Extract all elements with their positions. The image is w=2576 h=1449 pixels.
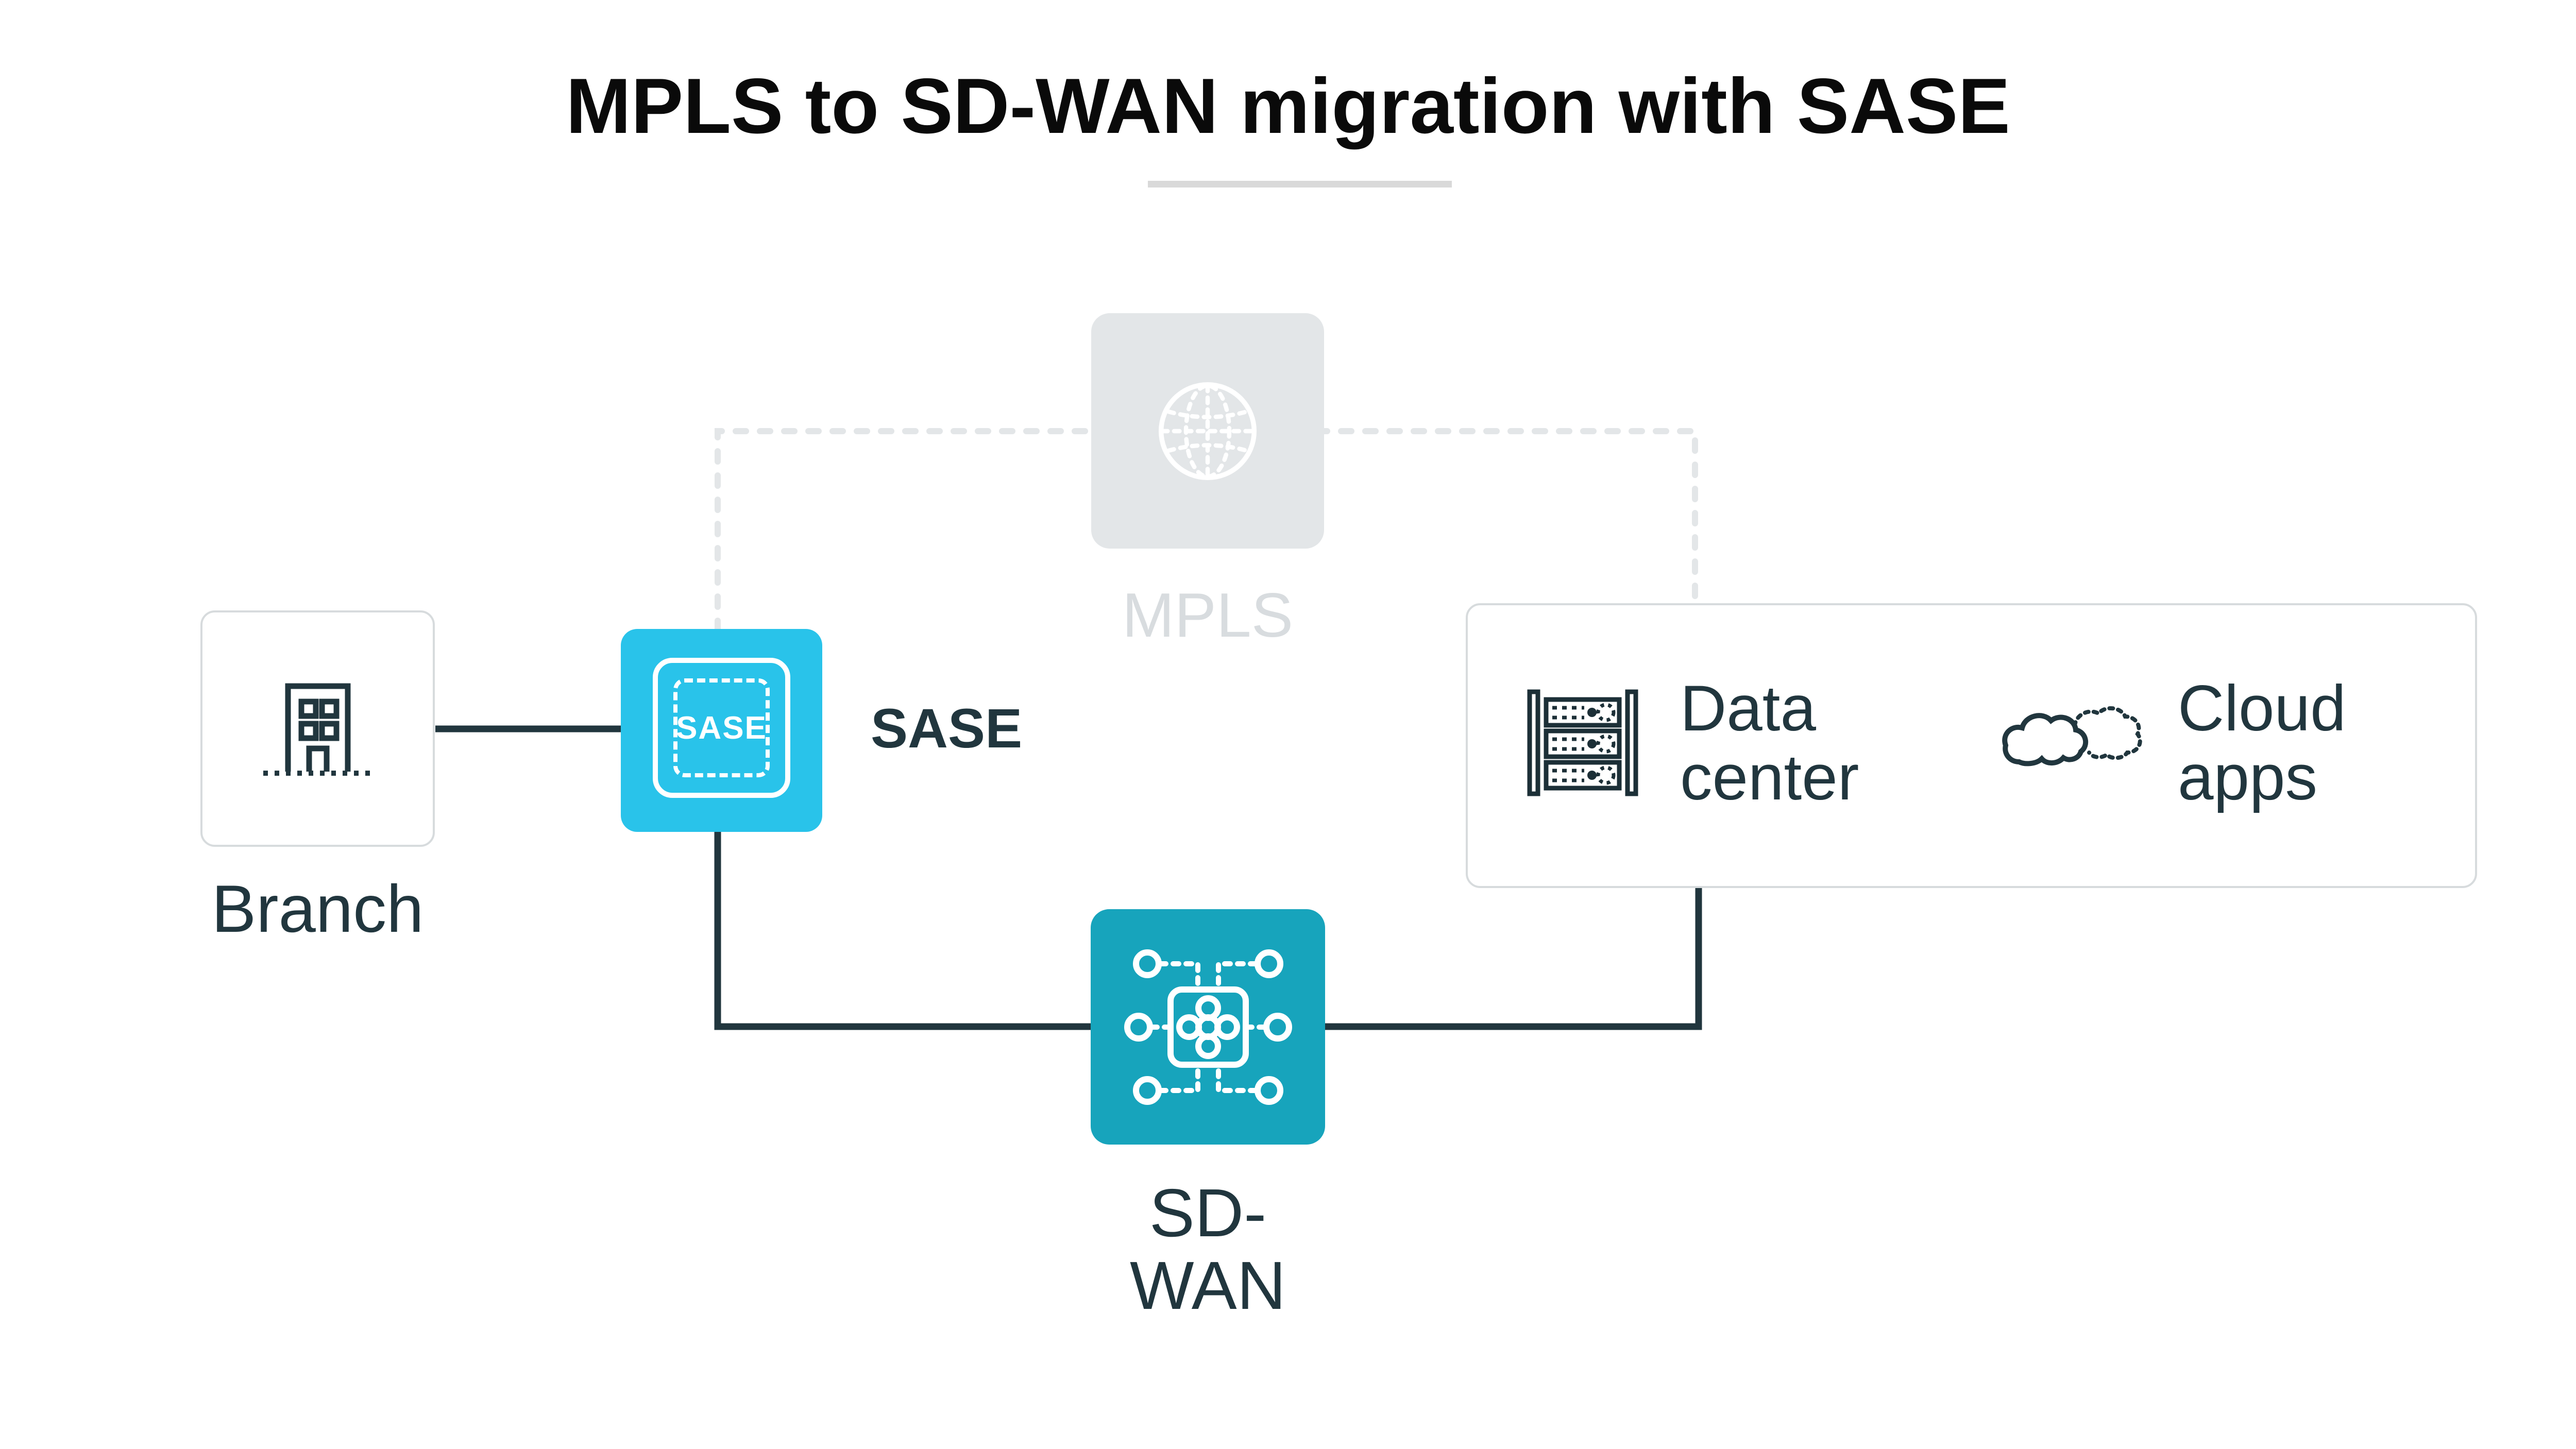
datacenter-label: Data center <box>1680 673 1859 813</box>
cloudapps-label: Cloud apps <box>2178 673 2346 813</box>
sdwan-datacenter-link <box>1324 887 1702 1030</box>
sdwan-network-icon <box>1124 949 1292 1105</box>
server-rack-icon <box>1527 689 1638 796</box>
cloud-icon <box>2002 706 2142 766</box>
sase-box: SASE <box>621 629 822 832</box>
sase-badge-icon: SASE <box>653 658 790 798</box>
branch-label: Branch <box>211 871 424 946</box>
sase-sdwan-link <box>714 830 1092 1030</box>
dashed-cloud-outline <box>2073 706 2142 760</box>
title-divider <box>1148 181 1452 187</box>
sdwan-box <box>1091 909 1325 1145</box>
branch-box <box>200 610 435 847</box>
sase-label: SASE <box>871 697 1023 759</box>
building-icon <box>263 683 372 776</box>
sase-badge-label: SASE <box>676 710 767 746</box>
mpls-box <box>1091 313 1324 549</box>
mpls-label: MPLS <box>1122 580 1294 650</box>
page-title: MPLS to SD-WAN migration with SASE <box>566 62 2010 150</box>
solid-cloud-outline <box>2002 713 2088 766</box>
datacenter-cloud-panel: Data center Cloud apps <box>1466 603 2477 888</box>
sdwan-label: SD-WAN <box>1129 1175 1286 1324</box>
globe-icon <box>1158 382 1257 480</box>
sase-dotted-frame: SASE <box>673 678 770 777</box>
